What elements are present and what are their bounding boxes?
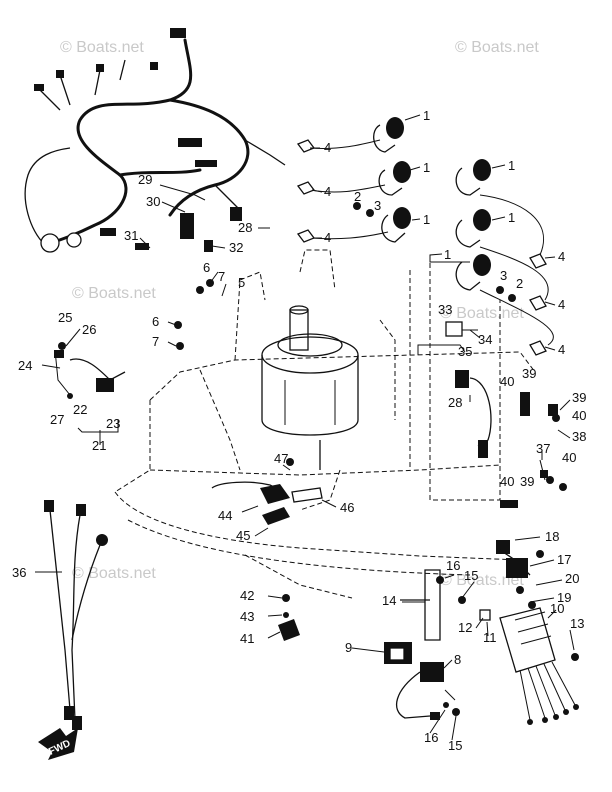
callout-23: 23 <box>106 416 120 431</box>
fasteners <box>58 202 579 716</box>
callout-35: 35 <box>458 344 472 359</box>
callout-32: 32 <box>229 240 243 255</box>
callout-42: 42 <box>240 588 254 603</box>
callout-11: 11 <box>483 630 497 645</box>
callout-16-b: 16 <box>424 730 438 745</box>
callout-20: 20 <box>565 571 579 586</box>
callout-8: 8 <box>454 652 461 667</box>
cdi-unit <box>499 607 579 725</box>
callout-6-a: 6 <box>203 260 210 275</box>
wiring-harness <box>24 28 286 253</box>
callout-16-a: 16 <box>446 558 460 573</box>
callout-28-a: 28 <box>238 220 252 235</box>
callout-39-c: 39 <box>520 474 534 489</box>
callout-4-f: 4 <box>558 342 565 357</box>
callout-34: 34 <box>478 332 492 347</box>
callout-4-d: 4 <box>558 249 565 264</box>
callout-24: 24 <box>18 358 32 373</box>
callout-22: 22 <box>73 402 87 417</box>
callout-2-b: 2 <box>516 276 523 291</box>
callout-3-b: 3 <box>500 268 507 283</box>
callout-1-f: 1 <box>444 247 451 262</box>
watermark-bottom-left: © Boats.net <box>72 565 156 582</box>
callout-17: 17 <box>557 552 571 567</box>
callout-7-b: 7 <box>152 334 159 349</box>
starter-switch-lead <box>54 349 126 396</box>
callout-40-b: 40 <box>572 408 586 423</box>
battery-cable <box>44 500 108 730</box>
callout-45: 45 <box>236 528 250 543</box>
rectifier-regulator <box>496 540 531 578</box>
callout-39-a: 39 <box>522 366 536 381</box>
callout-13: 13 <box>570 616 584 631</box>
callout-labels: 1 1 1 1 1 1 4 4 4 4 4 4 2 2 3 3 29 30 31… <box>12 108 586 753</box>
callout-30: 30 <box>146 194 160 209</box>
callout-1-e: 1 <box>508 210 515 225</box>
terminal-bracket <box>278 619 300 641</box>
watermark-top-right: © Boats.net <box>455 39 539 56</box>
callout-6-b: 6 <box>152 314 159 329</box>
callout-2-a: 2 <box>354 189 361 204</box>
callout-4-b: 4 <box>324 184 331 199</box>
neutral-switch-parts <box>211 481 323 525</box>
callout-29: 29 <box>138 172 152 187</box>
callout-10: 10 <box>550 601 564 616</box>
callout-4-a: 4 <box>324 140 331 155</box>
callout-39-b: 39 <box>572 390 586 405</box>
watermark-mid-right: © Boats.net <box>440 305 524 322</box>
ignition-coils <box>373 117 491 291</box>
callout-4-e: 4 <box>558 297 565 312</box>
callout-18: 18 <box>545 529 559 544</box>
callout-4-c: 4 <box>324 230 331 245</box>
flywheel-magneto-assembly <box>261 305 359 470</box>
callout-1-d: 1 <box>508 158 515 173</box>
callout-12: 12 <box>458 620 472 635</box>
callout-40-d-label: 40 <box>562 450 576 465</box>
callout-25: 25 <box>58 310 72 325</box>
callout-33: 33 <box>438 302 452 317</box>
callout-1-b: 1 <box>423 160 430 175</box>
callout-43: 43 <box>240 609 254 624</box>
watermark-bottom-right: © Boats.net <box>440 572 524 589</box>
callout-40-a: 40 <box>500 374 514 389</box>
callout-5: 5 <box>238 275 245 290</box>
callout-40-c: 40 <box>500 474 514 489</box>
callout-47: 47 <box>274 451 288 466</box>
callout-1-a: 1 <box>423 108 430 123</box>
callout-31: 31 <box>124 228 138 243</box>
callout-27: 27 <box>50 412 64 427</box>
watermark-top-left: © Boats.net <box>60 39 144 56</box>
callout-36: 36 <box>12 565 26 580</box>
bottom-cowling-outline <box>114 249 536 599</box>
callout-28-b: 28 <box>448 395 462 410</box>
rectifier-lead-assembly <box>445 321 558 508</box>
callout-44: 44 <box>218 508 232 523</box>
callout-41: 41 <box>240 631 254 646</box>
callout-7-a: 7 <box>218 269 225 284</box>
callout-21: 21 <box>92 438 106 453</box>
callout-19: 19 <box>557 590 571 605</box>
callout-15-b: 15 <box>448 738 462 753</box>
callout-1-c: 1 <box>423 212 430 227</box>
callout-38: 38 <box>572 429 586 444</box>
callout-46: 46 <box>340 500 354 515</box>
callout-14: 14 <box>382 593 396 608</box>
callout-15-a: 15 <box>464 568 478 583</box>
forward-direction-arrow: FWD <box>38 728 78 760</box>
grommet <box>479 609 491 621</box>
leader-lines <box>35 114 575 741</box>
callout-26: 26 <box>82 322 96 337</box>
callout-9: 9 <box>345 640 352 655</box>
callout-3-a: 3 <box>374 198 381 213</box>
starter-relay-assembly <box>384 569 456 720</box>
callout-37: 37 <box>536 441 550 456</box>
watermark-mid-left: © Boats.net <box>72 285 156 302</box>
